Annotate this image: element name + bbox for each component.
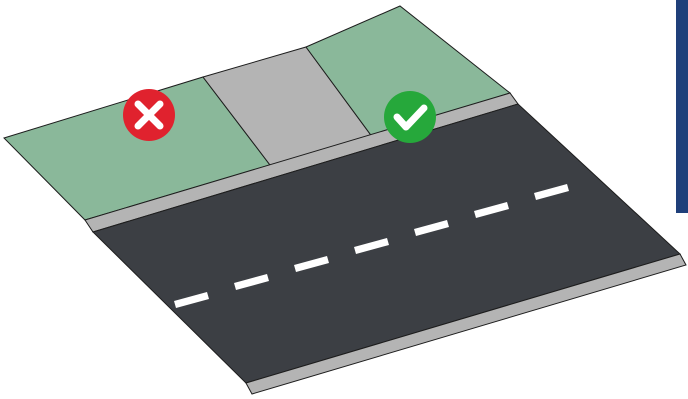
lane-dash	[474, 202, 509, 218]
lane-dash	[294, 256, 329, 272]
wrong-placement-marker	[123, 89, 175, 141]
checkmark-icon	[393, 104, 428, 131]
cross-icon	[134, 100, 164, 130]
lower-sidewalk	[245, 253, 687, 395]
correct-placement-marker	[384, 91, 436, 143]
side-panel	[676, 0, 688, 213]
lane-markings	[174, 184, 569, 308]
lane-dash	[414, 220, 449, 236]
lane-dash	[174, 292, 209, 308]
lane-dash	[234, 274, 269, 290]
lane-dash	[354, 238, 389, 254]
lane-dash	[534, 184, 569, 200]
right-badge	[384, 91, 436, 143]
